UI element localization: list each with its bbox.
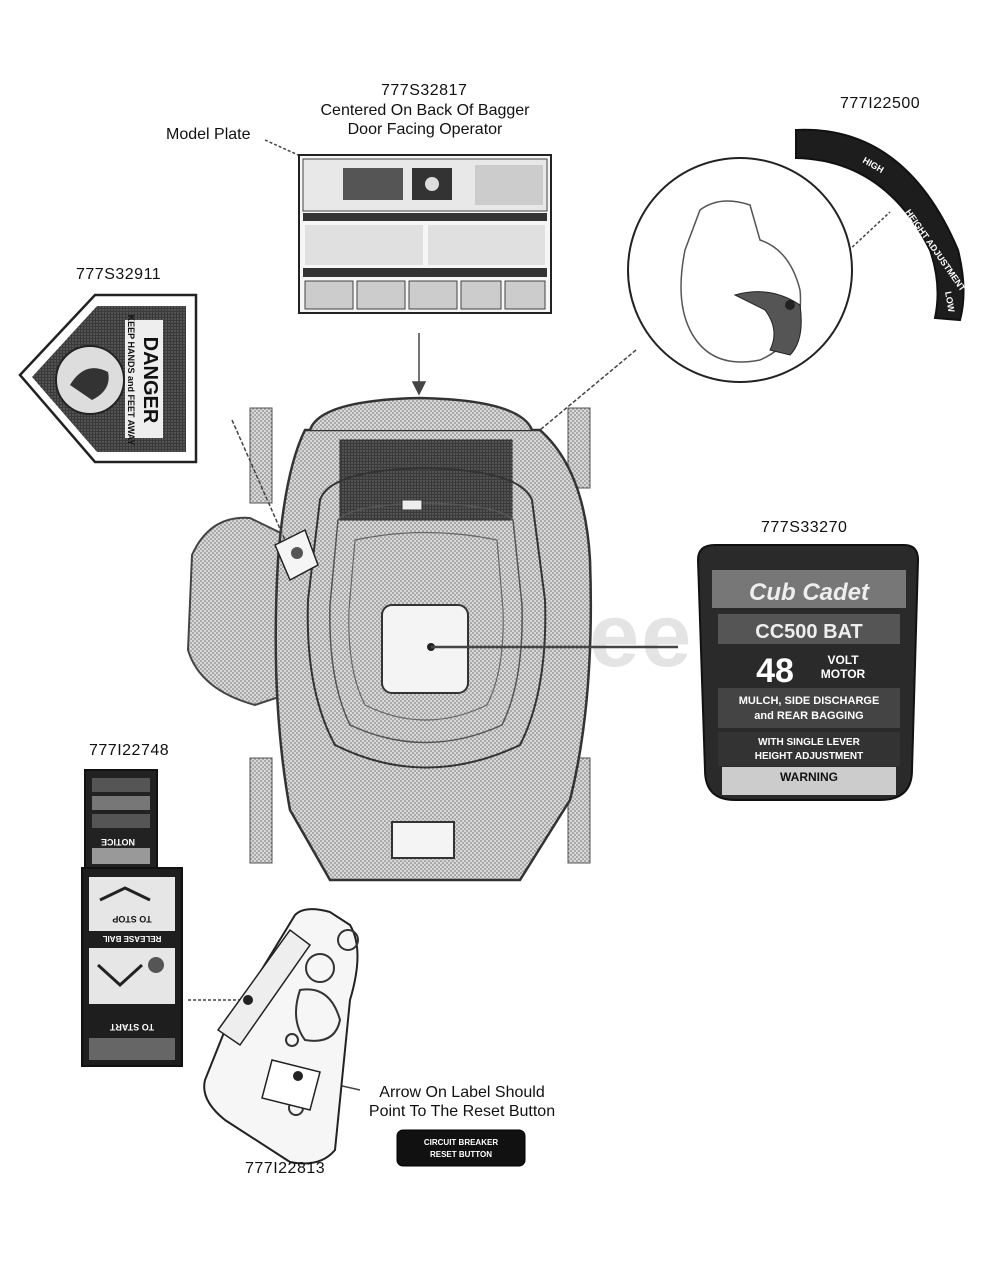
motor-volt-unit1: VOLT (827, 653, 859, 667)
mower-body (186, 396, 593, 882)
part-number-777I22500: 777I22500 (840, 95, 921, 112)
detail-circle (627, 157, 853, 383)
decal-777I22748 (81, 769, 183, 1067)
reset-line1: CIRCUIT BREAKER (424, 1138, 498, 1147)
height-low: LOW (943, 291, 957, 314)
motor-brand: Cub Cadet (749, 579, 870, 606)
callout-bagger: Centered On Back Of Bagger Door Facing O… (300, 101, 550, 139)
motor-volt: 48 (756, 652, 794, 690)
start-to-stop: TO STOP (112, 914, 151, 924)
danger-title: DANGER (139, 337, 161, 424)
wheel-rear-left (249, 407, 273, 504)
danger-subtitle: KEEP HANDS and FEET AWAY (126, 315, 136, 446)
motor-warning: WARNING (780, 770, 838, 784)
part-number-777S33270: 777S33270 (761, 519, 848, 536)
motor-line1: MULCH, SIDE DISCHARGE (739, 695, 880, 707)
callout-arrow: Arrow On Label Should Point To The Reset… (354, 1083, 570, 1121)
decal-777I22500 (795, 128, 965, 322)
wheel-front-left (249, 757, 273, 864)
part-number-777S32817: 777S32817 (381, 82, 468, 99)
callout-bagger-line2: Door Facing Operator (347, 121, 503, 138)
decal-reset-button (396, 1129, 526, 1167)
callout-arrow-line2: Point To The Reset Button (368, 1103, 556, 1120)
wheel-rear-right (567, 407, 591, 489)
part-number-777I22813: 777I22813 (245, 1160, 326, 1177)
callout-arrow-line1: Arrow On Label Should (379, 1084, 545, 1101)
decal-777S32817 (298, 154, 552, 314)
part-777I22813 (203, 908, 359, 1165)
part-number-777S32911: 777S32911 (76, 266, 162, 283)
motor-volt-unit2: MOTOR (821, 667, 866, 681)
start-notice: NOTICE (101, 837, 135, 847)
reset-line2: RESET BUTTON (430, 1150, 492, 1159)
decal-777S33270 (696, 544, 920, 801)
decal-777S32911 (18, 293, 198, 464)
motor-line2: and REAR BAGGING (754, 710, 863, 722)
part-number-777I22748: 777I22748 (89, 742, 170, 759)
motor-model: CC500 BAT (755, 621, 862, 643)
motor-line3: WITH SINGLE LEVER (758, 737, 860, 748)
start-to-start: TO START (109, 1022, 154, 1032)
start-release: RELEASE BAIL (103, 934, 162, 943)
callout-bagger-line1: Centered On Back Of Bagger (320, 102, 530, 119)
motor-line4: HEIGHT ADJUSTMENT (755, 751, 864, 762)
callout-model-plate: Model Plate (166, 126, 251, 143)
